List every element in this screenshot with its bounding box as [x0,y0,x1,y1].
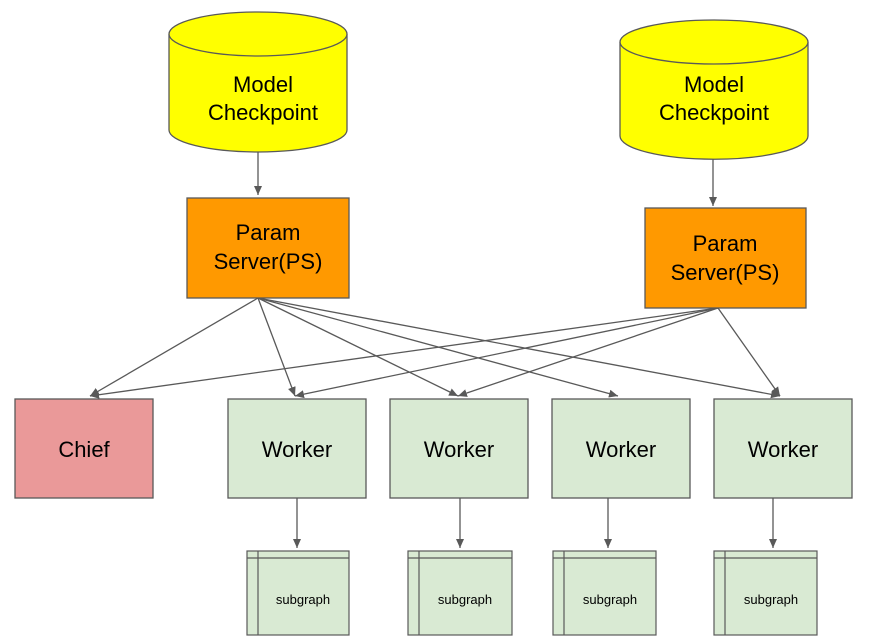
subgraph-label: subgraph [744,592,798,607]
worker-label: Worker [748,437,819,462]
checkpoint-label-line1: Model [233,72,293,97]
worker-label: Worker [586,437,657,462]
chief-box: Chief [14,398,154,499]
arrow-ps2-to-worker1 [294,307,719,399]
worker-box: Worker [551,398,691,499]
subgraph-label: subgraph [276,592,330,607]
worker-box: Worker [389,398,529,499]
subgraph-box: subgraph [552,550,657,636]
subgraph-box: subgraph [407,550,513,636]
arrow-ps1-to-worker2 [257,297,459,397]
model-checkpoint-cylinder: Model Checkpoint [168,11,348,153]
model-checkpoint-cylinder: Model Checkpoint [619,19,809,160]
subgraph-label: subgraph [583,592,637,607]
arrow-ps1-to-chief [89,297,259,397]
arrow-ps1-to-worker4 [257,297,781,399]
connectors [89,147,781,548]
subgraph-box: subgraph [246,550,350,636]
worker-box: Worker [227,398,367,499]
worker-label: Worker [424,437,495,462]
worker-label: Worker [262,437,333,462]
arrow-ps2-to-chief [89,307,719,399]
param-server-box: Param Server(PS) [186,197,350,299]
worker-box: Worker [713,398,853,499]
subgraph-label: subgraph [438,592,492,607]
arrow-ps1-to-worker1 [257,297,296,397]
checkpoint-label-line1: Model [684,72,744,97]
param-server-label-line2: Server(PS) [214,249,323,274]
subgraph-box: subgraph [713,550,818,636]
param-server-box: Param Server(PS) [644,207,807,309]
param-server-label-line2: Server(PS) [671,260,780,285]
arrow-ps2-to-worker2 [457,307,719,397]
chief-label: Chief [58,437,110,462]
param-server-label-line1: Param [236,220,301,245]
checkpoint-label-line2: Checkpoint [659,100,769,125]
param-server-label-line1: Param [693,231,758,256]
arrow-ps2-to-worker4 [717,307,781,397]
checkpoint-label-line2: Checkpoint [208,100,318,125]
